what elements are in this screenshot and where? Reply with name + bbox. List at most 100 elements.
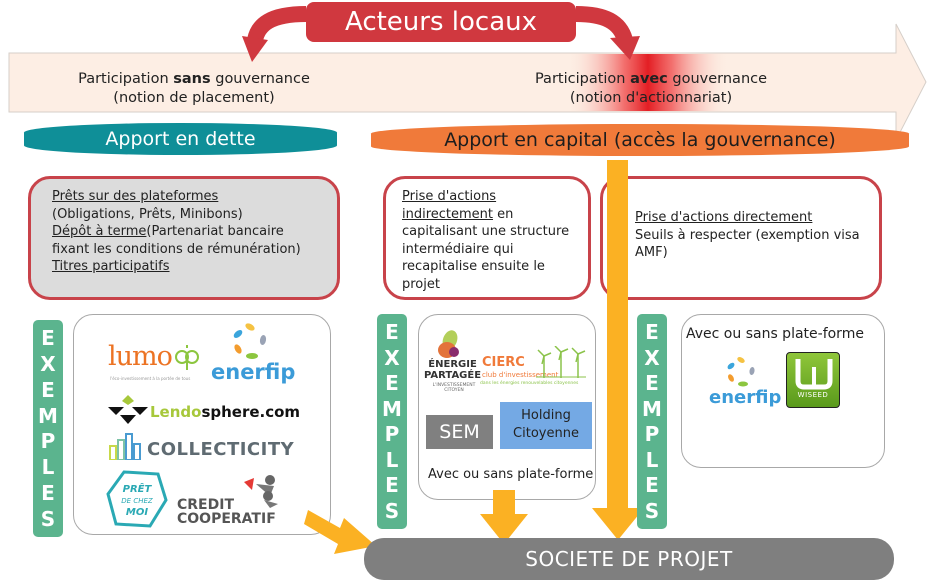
letter: E xyxy=(41,377,55,402)
letter: P xyxy=(40,429,56,454)
dette-item-prets: Prêts sur des plateformes xyxy=(52,189,219,204)
curved-arrow-right xyxy=(575,6,633,43)
indirect-title: Prise d'actions indirectement xyxy=(402,189,497,222)
energie-partagee-tagline: L'INVESTISSEMENT CITOYEN xyxy=(432,383,476,393)
letter: L xyxy=(645,447,659,472)
highlight-glow xyxy=(568,54,728,111)
lendo-part-a: Lendo xyxy=(150,403,202,421)
letter: M xyxy=(38,403,58,428)
dette-item-depot: Dépôt à terme xyxy=(52,224,147,239)
collecticity-logo: COLLECTICITY xyxy=(147,439,295,460)
credit-cooperatif-figures-icon xyxy=(244,475,278,508)
enerfip-ring-icon xyxy=(727,357,755,387)
category-capital: Apport en capital (accès la gouvernance) xyxy=(371,124,909,156)
indirect-platform-note: Avec ou sans plate-forme xyxy=(428,467,594,482)
letter: E xyxy=(385,320,399,344)
sem-label: SEM xyxy=(426,415,493,449)
lendosphere-logo: Lendosphere.com xyxy=(150,403,300,421)
letter: M xyxy=(382,396,402,421)
wind-turbines-icon xyxy=(536,346,586,378)
letter: P xyxy=(384,422,400,447)
spectrum-left-suffix: gouvernance xyxy=(210,71,310,87)
category-dette: Apport en dette xyxy=(24,123,337,155)
letter: S xyxy=(384,498,400,523)
letter: E xyxy=(385,473,399,498)
pret-line-1: PRÊT xyxy=(122,484,152,495)
spectrum-left-label: Participation sans gouvernance (notion d… xyxy=(52,70,336,108)
direct-platform-note: Avec ou sans plate-forme xyxy=(686,326,864,342)
letter: E xyxy=(645,473,659,498)
credit-line-2: COOPERATIF xyxy=(177,511,276,527)
box-dette: Prêts sur des plateformes (Obligations, … xyxy=(28,176,340,300)
letter: E xyxy=(645,320,659,344)
flow-arrow-direct-head xyxy=(592,508,644,540)
enerfip-logo: enerfip xyxy=(211,360,296,384)
letter: S xyxy=(40,506,56,531)
pret-line-2: DE CHEZ xyxy=(121,497,153,505)
holding-citoyenne-label: Holding Citoyenne xyxy=(500,402,592,449)
header-title: Acteurs locaux xyxy=(306,2,576,42)
pret-line-3: MOI xyxy=(125,507,149,518)
direct-desc: Seuils à respecter (exemption visa AMF) xyxy=(635,227,860,261)
spectrum-right-note: (notion d'actionnariat) xyxy=(569,90,733,106)
energie-partagee-logo: ÉNERGIE PARTAGÉE xyxy=(424,359,481,381)
flow-arrow-dette xyxy=(304,510,376,554)
spectrum-left-prefix: Participation xyxy=(78,71,174,87)
letter: E xyxy=(41,326,55,350)
dette-item-titres: Titres participatifs xyxy=(52,259,170,274)
letter: L xyxy=(41,455,55,480)
flow-arrow-direct-shaft xyxy=(607,160,628,512)
box-indirect: Prise d'actions indirectement en capital… xyxy=(383,176,591,300)
letter: X xyxy=(40,351,56,376)
lendo-part-b: sphere.com xyxy=(201,403,301,421)
governance-spectrum-arrow xyxy=(8,6,927,141)
curved-arrow-left xyxy=(247,6,307,43)
spectrum-left-note: (notion de placement) xyxy=(113,90,275,106)
dette-item-prets-desc: (Obligations, Prêts, Minibons) xyxy=(52,206,243,222)
letter: E xyxy=(385,371,399,396)
direct-title: Prise d'actions directement xyxy=(635,210,813,225)
lumo-tree-icon xyxy=(175,345,199,370)
flow-arrow-indirect-shaft xyxy=(493,490,515,516)
credit-line-1: CREDIT xyxy=(177,497,234,513)
letter: E xyxy=(41,481,55,506)
letter: L xyxy=(385,447,399,472)
examples-panel-direct xyxy=(681,314,885,468)
spectrum-right-suffix: gouvernance xyxy=(667,71,768,87)
collecticity-buildings-icon xyxy=(109,433,141,460)
letter: X xyxy=(384,345,400,370)
credit-cooperatif-logo: CREDIT COOPERATIF xyxy=(177,498,276,526)
spectrum-right-label: Participation avec gouvernance (notion d… xyxy=(506,70,796,108)
lumo-logo: lumo xyxy=(108,341,173,372)
letter: E xyxy=(645,371,659,396)
energie-line-2: PARTAGÉE xyxy=(424,370,482,381)
letter: P xyxy=(644,422,660,447)
energie-line-1: ÉNERGIE xyxy=(428,359,477,370)
cierc-tagline: dans les énergies renouvelables citoyenn… xyxy=(480,381,579,386)
letter: S xyxy=(644,498,660,523)
spectrum-left-emphasis: sans xyxy=(173,71,211,87)
spectrum-right-prefix: Participation xyxy=(534,71,631,87)
letter: X xyxy=(644,345,660,370)
wiseed-label: WISEED xyxy=(797,391,829,399)
letter: M xyxy=(642,396,662,421)
dette-item-depot-desc: (Partenariat bancaire fixant les conditi… xyxy=(52,224,301,257)
pret-de-chez-moi-badge xyxy=(106,470,168,528)
enerfip-ring-icon xyxy=(233,323,267,359)
lumo-tagline: l'éco-investissement à la portée de tous xyxy=(110,376,191,381)
wiseed-w-icon xyxy=(795,359,833,390)
spectrum-right-emphasis: avec xyxy=(630,71,668,87)
cierc-logo: CIERC xyxy=(482,355,525,370)
indirect-desc: en capitalisant une structure intermédia… xyxy=(402,206,570,292)
energie-partagee-leaf-icon xyxy=(438,330,459,358)
arrow-head-left xyxy=(242,36,268,62)
societe-de-projet: SOCIETE DE PROJET xyxy=(364,538,894,580)
box-direct: Prise d'actions directement Seuils à res… xyxy=(600,176,882,300)
enerfip-logo: enerfip xyxy=(709,387,782,408)
pret-de-chez-moi-logo: PRÊT DE CHEZ MOI xyxy=(121,484,153,518)
arrow-head-right xyxy=(610,36,640,60)
lendosphere-leaf-icon xyxy=(108,395,148,424)
